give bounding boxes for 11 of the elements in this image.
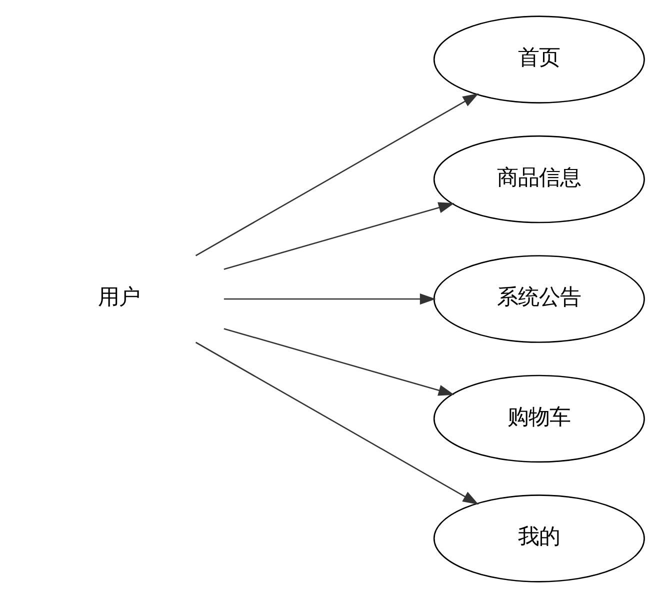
node-ellipse: 系统公告 [433,254,645,342]
arrow [224,292,436,304]
arrow [224,328,454,396]
arrow [195,341,479,504]
arrow [195,92,479,256]
node-text: 用户 [98,284,140,310]
node-ellipse: 商品信息 [433,134,645,223]
node-ellipse: 购物车 [433,374,645,462]
node-ellipse: 我的 [433,494,645,582]
node-ellipse: 首页 [433,15,645,103]
arrow [224,202,454,270]
